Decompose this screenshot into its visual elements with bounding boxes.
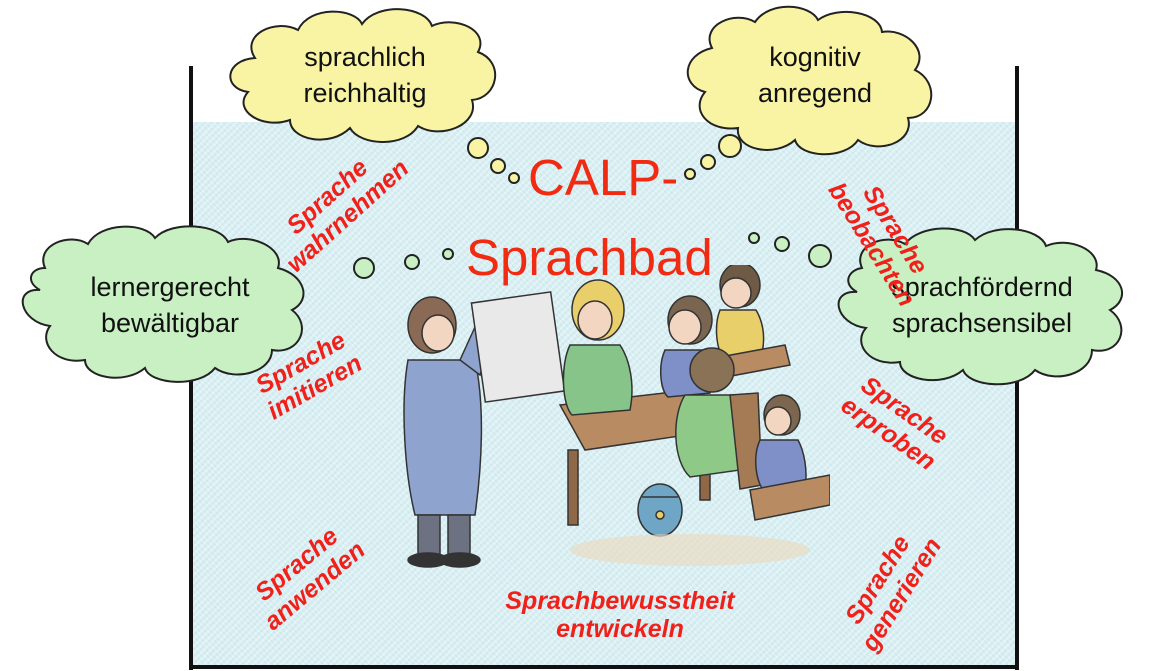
thought-bubble xyxy=(808,244,832,268)
thought-bubble xyxy=(442,248,454,260)
cloud-top-right-line1: kognitiv xyxy=(769,42,861,72)
student-boy-front xyxy=(675,347,763,490)
basin-bottom-wall xyxy=(189,665,1019,669)
thought-bubble xyxy=(718,134,742,158)
cloud-top-left-line2: reichhaltig xyxy=(303,77,427,108)
thought-bubble xyxy=(774,236,790,252)
teacher-figure xyxy=(403,291,566,568)
cloud-right-text: sprachfördernd sprachsensibel xyxy=(862,270,1102,341)
cloud-top-right-text: kognitiv anregend xyxy=(720,40,910,111)
cloud-left-shape xyxy=(21,225,305,383)
thought-bubble xyxy=(684,168,696,180)
cloud-top-right-shape xyxy=(686,5,933,156)
title-line2: Sprachbad xyxy=(466,229,713,286)
thought-bubble xyxy=(353,257,375,279)
cloud-top-left-shape xyxy=(229,8,497,143)
student-boy-right xyxy=(749,394,830,521)
cloud-top-right-line2: anregend xyxy=(757,77,873,108)
thought-bubble xyxy=(508,172,520,184)
cloud-right-line2: sprachsensibel xyxy=(891,307,1073,338)
thought-bubble xyxy=(467,137,489,159)
student-boy-center xyxy=(660,295,714,398)
title-line1: CALP- xyxy=(528,149,679,206)
cloud-right-shape xyxy=(837,227,1123,386)
cloud-left-line1: lernergerecht xyxy=(90,272,250,302)
backpack-icon xyxy=(637,483,683,537)
phrase-sprachbewusstheit-line2: entwickeln xyxy=(556,614,684,643)
thought-bubble xyxy=(700,154,716,170)
phrase-sprachbewusstheit-line1: Sprachbewusstheit xyxy=(505,587,735,615)
classroom-group-illustration xyxy=(403,265,830,568)
phrase-sprachbewusstheit: Sprachbewusstheit entwickeln xyxy=(470,587,770,643)
thought-bubble xyxy=(748,232,760,244)
cloud-right-line1: sprachfördernd xyxy=(891,272,1073,302)
thought-bubble xyxy=(490,158,506,174)
cloud-left-text: lernergerecht bewältigbar xyxy=(50,270,290,341)
thought-bubble xyxy=(404,254,420,270)
cloud-top-left-line1: sprachlich xyxy=(304,42,426,72)
student-girl xyxy=(562,279,633,416)
floor-shadow xyxy=(570,534,810,566)
cloud-top-left-text: sprachlich reichhaltig xyxy=(265,40,465,111)
student-boy-back xyxy=(715,265,791,378)
cloud-left-line2: bewältigbar xyxy=(100,307,240,338)
